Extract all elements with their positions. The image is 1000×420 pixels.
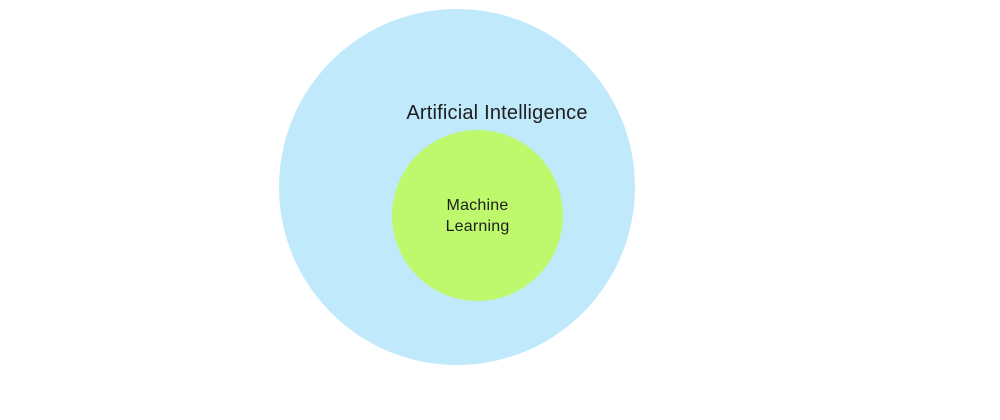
machine-learning-label: Machine Learning (446, 195, 510, 237)
artificial-intelligence-label: Artificial Intelligence (406, 102, 588, 124)
artificial-intelligence-circle: Artificial Intelligence Machine Learning (279, 9, 635, 365)
machine-learning-circle: Machine Learning (392, 130, 563, 301)
machine-learning-label-line1: Machine (446, 196, 509, 214)
machine-learning-label-line2: Learning (445, 217, 510, 235)
